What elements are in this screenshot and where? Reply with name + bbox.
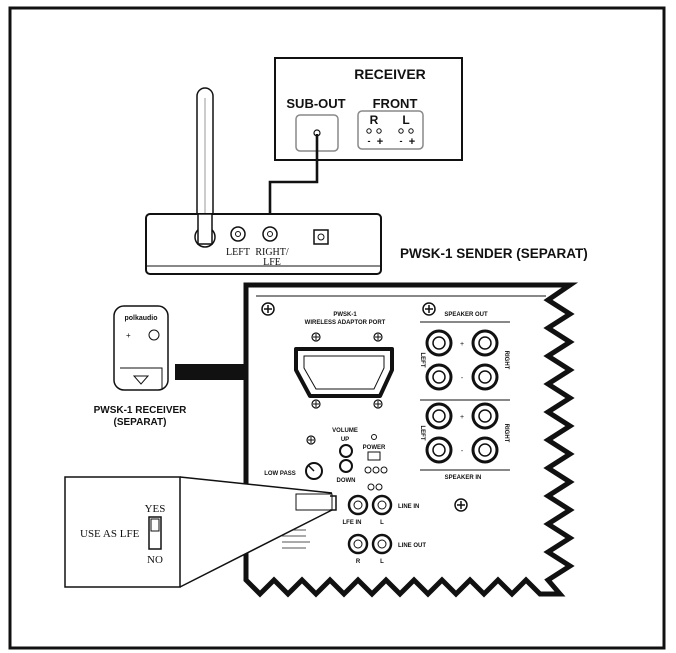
volume-down-label: DOWN: [337, 478, 356, 484]
speaker-out-label: SPEAKER OUT: [444, 312, 488, 318]
polarity-minus: -: [461, 448, 464, 455]
screw-icon: [454, 498, 468, 512]
terminal: [376, 128, 382, 134]
subwoofer-panel: PWSK-1 WIRELESS ADAPTOR PORT SPEAKER OUT…: [243, 282, 579, 598]
plus-sign: +: [377, 136, 383, 148]
screw-icon: [422, 302, 436, 316]
receiver-module-body: [113, 305, 169, 391]
sender-caption: PWSK-1 SENDER (SEPARAT): [400, 246, 588, 261]
screw-icon: [311, 332, 321, 342]
jack-center: [267, 231, 273, 237]
polarity-plus: +: [460, 414, 464, 421]
no-label: NO: [147, 554, 163, 566]
knob-pointer: [307, 464, 315, 472]
binding-post: [471, 402, 499, 430]
sub-out-label: SUB-OUT: [286, 96, 345, 111]
power-switch: [367, 451, 381, 461]
callout-lines: [179, 476, 333, 588]
port-label-1: PWSK-1: [333, 312, 357, 318]
wireless-adaptor-port: [294, 347, 394, 398]
binding-post: [425, 436, 453, 464]
binding-post: [425, 329, 453, 357]
sender-left-label: LEFT: [226, 247, 250, 258]
speaker-in-right: RIGHT: [503, 424, 509, 443]
screw-icon: [306, 435, 316, 445]
zoom-region: [295, 493, 333, 511]
volume-up-button: [339, 444, 353, 458]
polk-brand: polkaudio: [124, 315, 157, 322]
rca-jack: [347, 494, 369, 516]
switch-toggle: [150, 518, 160, 532]
front-right-label: R: [370, 113, 379, 127]
indicator: [380, 466, 388, 474]
port-inner: [303, 355, 385, 390]
binding-post: [471, 436, 499, 464]
power-label: POWER: [363, 445, 386, 451]
arrow-down-icon: [132, 375, 150, 385]
use-as-lfe-label: USE AS LFE: [80, 528, 140, 540]
screw-icon: [311, 399, 321, 409]
screw-icon: [373, 399, 383, 409]
jack-center: [235, 231, 241, 237]
rca-jack: [347, 533, 369, 555]
speaker-in-label: SPEAKER IN: [445, 475, 482, 481]
minus-sign: -: [400, 136, 403, 146]
module-step: [120, 367, 163, 390]
polarity-plus: +: [460, 341, 464, 348]
indicator: [367, 483, 375, 491]
plus-sign: +: [409, 136, 415, 148]
line-out-r-label: R: [356, 559, 361, 565]
yes-label: YES: [145, 503, 166, 515]
indicator: [372, 466, 380, 474]
binding-post: [471, 329, 499, 357]
volume-down-button: [339, 459, 353, 473]
low-pass-label: LOW PASS: [264, 471, 296, 477]
lfe-in-label: LFE IN: [343, 520, 362, 526]
line-in-label: LINE IN: [398, 504, 419, 510]
binding-post: [425, 363, 453, 391]
rca-jack: [371, 533, 393, 555]
minus-sign: -: [368, 136, 371, 146]
line-in-l-label: L: [380, 520, 384, 526]
lfe-switch-callout: USE AS LFE YES NO: [64, 476, 333, 588]
pwsk-receiver-module: polkaudio +: [113, 305, 169, 391]
polarity-minus: -: [461, 375, 464, 382]
line-out-l-label: L: [380, 559, 384, 565]
rca-jack: [371, 494, 393, 516]
volume-label: VOLUME: [332, 428, 358, 434]
screw-icon: [261, 302, 275, 316]
antenna-base: [197, 213, 213, 245]
speaker-in-left: LEFT: [419, 426, 425, 441]
binding-post: [425, 402, 453, 430]
av-receiver: RECEIVER SUB-OUT FRONT R L - + - +: [274, 57, 463, 161]
module-button: [148, 329, 160, 341]
power-led: [371, 434, 377, 440]
sub-cable: [268, 134, 319, 225]
sender-right-lfe-label-2: LFE: [263, 257, 281, 268]
terminal: [398, 128, 404, 134]
pwsk-sender: LEFT RIGHT/ LFE: [145, 87, 382, 275]
terminal: [408, 128, 414, 134]
front-terminals-panel: [357, 110, 424, 150]
screw-icon: [373, 332, 383, 342]
receiver-title: RECEIVER: [354, 66, 426, 82]
terminal: [366, 128, 372, 134]
port-label-2: WIRELESS ADAPTOR PORT: [305, 320, 386, 326]
speaker-out-right: RIGHT: [503, 351, 509, 370]
indicator: [375, 483, 383, 491]
front-label: FRONT: [373, 96, 418, 111]
speaker-out-left: LEFT: [419, 353, 425, 368]
module-plus: +: [126, 331, 131, 340]
jack-center: [317, 233, 325, 241]
sender-right-lfe-label-1: RIGHT/: [255, 247, 289, 258]
indicator: [364, 466, 372, 474]
volume-up-label: UP: [341, 437, 349, 443]
receiver-module-caption-1: PWSK-1 RECEIVER: [94, 405, 188, 416]
binding-post: [471, 363, 499, 391]
receiver-module-caption-2: (SEPARAT): [114, 417, 167, 428]
front-left-label: L: [402, 113, 409, 127]
line-out-label: LINE OUT: [398, 543, 426, 549]
